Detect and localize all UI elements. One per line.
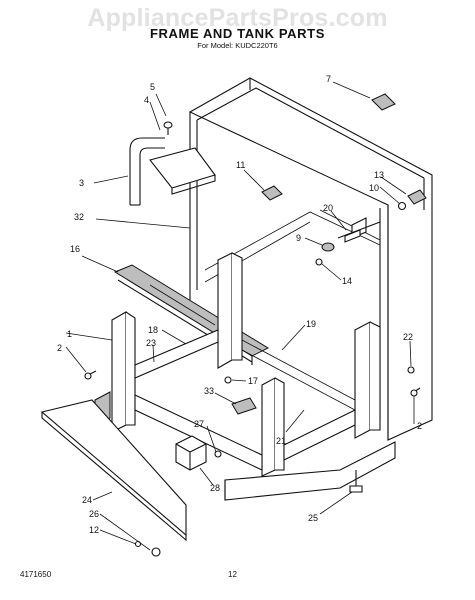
callout-20: 20 bbox=[323, 203, 333, 213]
callout-22: 22 bbox=[403, 332, 413, 342]
callout-1: 1 bbox=[67, 329, 72, 339]
callout-32: 32 bbox=[74, 212, 84, 222]
callout-2-left: 2 bbox=[57, 343, 62, 353]
callout-4: 4 bbox=[144, 95, 149, 105]
callout-12: 12 bbox=[89, 525, 99, 535]
callout-7: 7 bbox=[326, 74, 331, 84]
callout-33: 33 bbox=[204, 386, 214, 396]
callout-24: 24 bbox=[82, 495, 92, 505]
model-line: For Model: KUDC220T6 bbox=[197, 41, 278, 50]
small-parts bbox=[84, 93, 427, 557]
callout-28: 28 bbox=[210, 483, 220, 493]
callout-14: 14 bbox=[342, 276, 352, 286]
callout-18: 18 bbox=[148, 325, 158, 335]
leader-lines bbox=[65, 81, 415, 551]
callout-26: 26 bbox=[89, 509, 99, 519]
callout-9: 9 bbox=[296, 233, 301, 243]
callout-10: 10 bbox=[369, 183, 379, 193]
callout-labels: 1 2 3 4 5 7 9 10 11 12 13 14 16 17 18 19… bbox=[57, 74, 422, 535]
callout-21: 21 bbox=[276, 436, 286, 446]
callout-16: 16 bbox=[70, 244, 80, 254]
callout-27: 27 bbox=[194, 419, 204, 429]
bracket-3-drawing bbox=[129, 121, 216, 206]
callout-13: 13 bbox=[374, 170, 384, 180]
callout-3: 3 bbox=[79, 178, 84, 188]
diagram-title: FRAME AND TANK PARTS bbox=[150, 26, 325, 41]
callout-19: 19 bbox=[306, 319, 316, 329]
callout-25: 25 bbox=[308, 513, 318, 523]
callout-2-right: 2 bbox=[417, 421, 422, 431]
document-number: 4171650 bbox=[20, 570, 52, 579]
page-number: 12 bbox=[228, 570, 237, 579]
kickplate-drawing bbox=[40, 399, 187, 542]
callout-17: 17 bbox=[248, 376, 258, 386]
site-watermark: AppliancePartsPros.com bbox=[87, 4, 388, 32]
callout-23: 23 bbox=[146, 338, 156, 348]
frame-drawing bbox=[94, 252, 396, 501]
callout-5: 5 bbox=[150, 82, 155, 92]
callout-11: 11 bbox=[236, 160, 245, 170]
